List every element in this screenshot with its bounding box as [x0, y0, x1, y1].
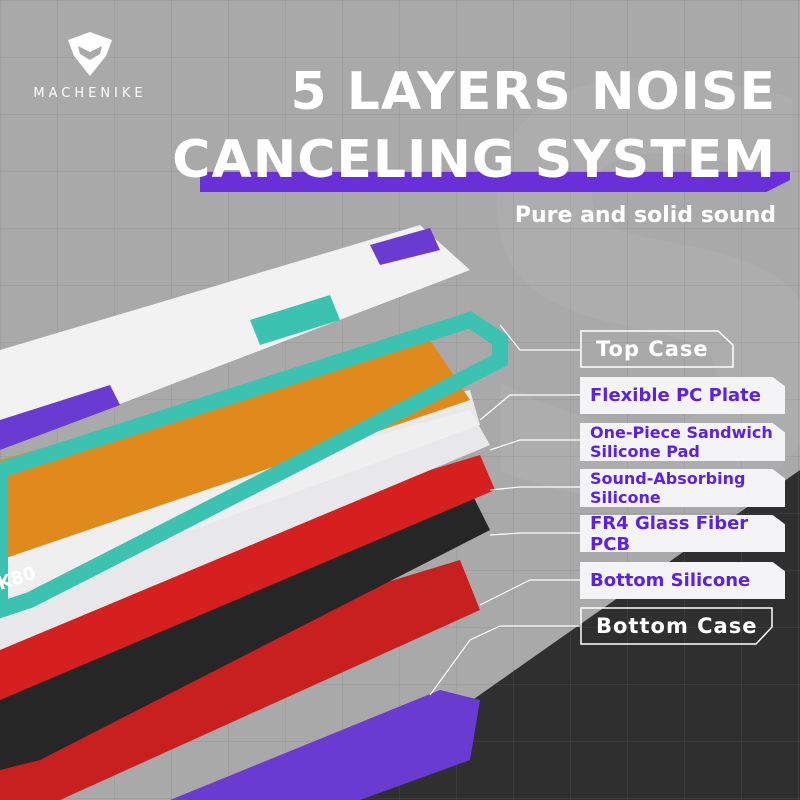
headline-accent-bar — [200, 172, 790, 192]
subtitle: Pure and solid sound — [514, 203, 776, 228]
layer-label-bottom-silicone: Bottom Silicone — [580, 562, 785, 599]
keycap-accent-teal — [250, 295, 340, 345]
keycap-accent-purple — [0, 385, 120, 450]
sound-absorbing-silicone-layer — [0, 455, 495, 700]
keycap-accent-purple-top — [370, 228, 440, 265]
keycaps-layer — [0, 225, 470, 450]
sandwich-silicone-pad-layer — [0, 410, 490, 650]
pcb-layer — [0, 490, 490, 770]
layer-label-text: Top Case — [596, 336, 709, 361]
label-frame — [580, 330, 734, 368]
layer-label-pc-plate: Flexible PC Plate — [580, 377, 785, 414]
layer-label-pcb: FR4 Glass Fiber PCB — [580, 515, 785, 552]
layer-label-sandwich-pad: One-Piece Sandwich Silicone Pad — [580, 423, 785, 461]
connector-lines — [429, 324, 580, 696]
label-frame — [580, 607, 773, 645]
bottom-silicone-layer — [0, 560, 480, 800]
layer-label-text: Bottom Case — [596, 613, 758, 638]
brand-name: MACHENIKE — [33, 86, 147, 101]
headline-line-2: CANCELING SYSTEM — [172, 130, 776, 190]
switches-layer — [0, 340, 470, 560]
layer-label-bottom-case: Bottom Case — [580, 607, 788, 645]
machenike-logo-icon — [68, 32, 112, 76]
layer-label-sound-absorbing: Sound-Absorbing Silicone — [580, 469, 785, 507]
headline-line-1: 5 LAYERS NOISE — [290, 62, 776, 122]
bottom-case-layer — [170, 690, 480, 800]
top-case-layer — [0, 311, 508, 619]
brand-logo: MACHENIKE — [30, 30, 150, 101]
layer-label-top-case: Top Case — [580, 330, 749, 368]
